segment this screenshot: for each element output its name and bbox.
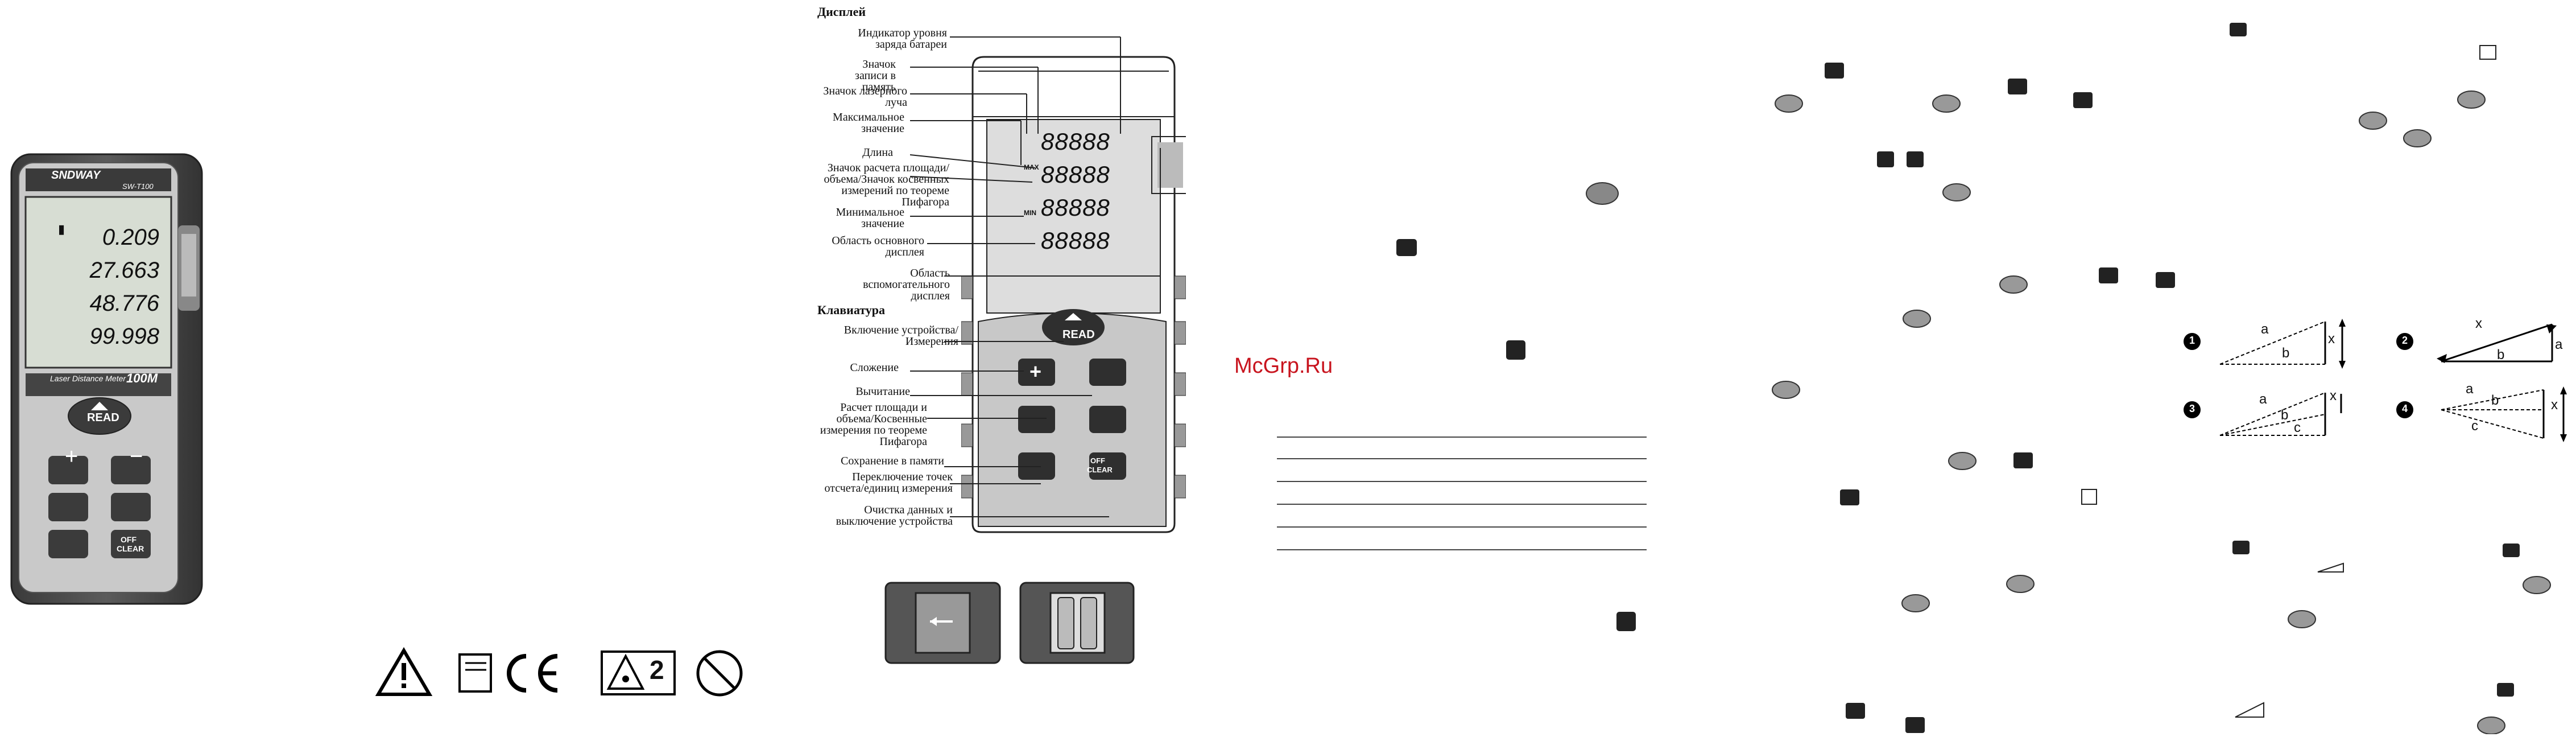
range-label: 100M xyxy=(126,371,158,385)
keyboard-section-title: Клавиатура xyxy=(817,303,886,317)
display-label-laser: Значок лазерного луча xyxy=(823,85,907,109)
key-label-off: Очистка данных и выключение устройства xyxy=(836,504,953,528)
diagram-1-b: b xyxy=(2282,345,2290,361)
device-readings: 0.209 27.663 48.776 99.998 xyxy=(51,225,159,357)
table-rule xyxy=(1277,458,1647,459)
reading-2: 27.663 xyxy=(89,258,159,283)
diagram-3-a: a xyxy=(2259,392,2267,407)
lcd-row-4: 88888 xyxy=(1041,227,1110,254)
diagram-4 xyxy=(2396,384,2572,447)
diagram-4-x: x xyxy=(2551,397,2558,413)
battery-cover-open xyxy=(1019,582,1135,664)
lcd-row-3: 88888 xyxy=(1041,194,1110,221)
key-label-plus: Сложение xyxy=(850,361,899,374)
unit-switch-icon xyxy=(1616,612,1636,631)
diagram-3 xyxy=(2183,387,2348,444)
device-model: SW-T100 xyxy=(122,182,154,191)
diagram-1-num: 1 xyxy=(2189,335,2195,346)
lcd-row-2: 88888 xyxy=(1041,161,1110,188)
display-label-battery: Индикатор уровня заряда батареи xyxy=(858,27,947,51)
leader-lines xyxy=(910,23,1206,535)
battery-icon: ▮ xyxy=(58,222,65,236)
device-plus: + xyxy=(65,444,78,469)
device-read-label: READ xyxy=(87,411,119,424)
display-label-min: Минимальное значение xyxy=(836,206,904,230)
display-label-max: Максимальное значение xyxy=(833,111,904,135)
outline-read-label: READ xyxy=(1062,328,1095,341)
device-off: OFF xyxy=(121,535,137,544)
diagram-2-a: a xyxy=(2555,337,2563,352)
diagram-4-a: a xyxy=(2466,381,2474,397)
laser-class-number: 2 xyxy=(650,655,664,685)
diagram-3-x: x xyxy=(2330,388,2337,404)
display-label-length: Длина xyxy=(862,146,893,159)
lcd-min-tag: MIN xyxy=(1024,209,1036,217)
device-photo xyxy=(9,151,205,607)
key-icons xyxy=(1763,17,2571,734)
diagram-2-num: 2 xyxy=(2402,335,2408,346)
unit-switch-icon xyxy=(1506,340,1525,360)
diagram-1 xyxy=(2183,313,2348,376)
device-brand: SNDWAY xyxy=(51,169,101,182)
diagram-2-b: b xyxy=(2497,347,2505,363)
device-minus: − xyxy=(130,444,143,469)
diagram-3-num: 3 xyxy=(2189,403,2195,414)
outline-plus-label: + xyxy=(1029,360,1042,383)
diagram-2-x: x xyxy=(2475,316,2482,331)
diagram-4-b: b xyxy=(2491,393,2499,408)
display-label-area: Значок расчета площади/ объема/Значок ко… xyxy=(824,162,949,208)
outline-clear-label: CLEAR xyxy=(1087,466,1113,474)
device-clear: CLEAR xyxy=(117,544,144,553)
outline-off-label: OFF xyxy=(1090,456,1105,465)
key-label-minus: Вычитание xyxy=(855,385,910,398)
display-label-memory: Значок записи в память xyxy=(855,58,896,93)
display-section-title: Дисплей xyxy=(817,5,866,19)
product-label: Laser Distance Meter xyxy=(50,374,126,383)
diagram-2 xyxy=(2396,313,2572,376)
reading-1: 0.209 xyxy=(102,225,159,250)
lcd-row-1: 88888 xyxy=(1041,128,1110,155)
reading-3: 48.776 xyxy=(89,291,159,316)
key-label-units: Переключение точек отсчета/единиц измере… xyxy=(824,471,953,495)
table-rule xyxy=(1277,481,1647,482)
read-icon xyxy=(1586,182,1619,205)
table-rule xyxy=(1277,504,1647,505)
diagram-3-c: c xyxy=(2294,420,2301,435)
diagram-1-x: x xyxy=(2328,331,2335,347)
diagram-4-num: 4 xyxy=(2402,403,2408,414)
table-rule xyxy=(1277,549,1647,550)
display-label-main: Область основного дисплея xyxy=(832,234,924,258)
table-rule xyxy=(1277,526,1647,528)
key-label-area: Расчет площади и объема/Косвенные измере… xyxy=(820,401,927,448)
key-label-read: Включение устройства/ Измерения xyxy=(843,324,958,348)
diagram-4-c: c xyxy=(2471,418,2478,434)
diagram-1-a: a xyxy=(2261,322,2269,337)
battery-cover-closed xyxy=(884,582,1001,664)
key-label-memory: Сохранение в памяти xyxy=(841,455,944,467)
warning-icons xyxy=(375,646,745,700)
reading-4: 99.998 xyxy=(89,324,159,349)
off-clear-icon xyxy=(1396,239,1417,256)
watermark: McGrp.Ru xyxy=(1234,354,1333,378)
diagram-3-b: b xyxy=(2281,407,2289,423)
display-label-aux: Область вспомогательного дисплея xyxy=(863,267,950,302)
table-rule xyxy=(1277,437,1647,438)
